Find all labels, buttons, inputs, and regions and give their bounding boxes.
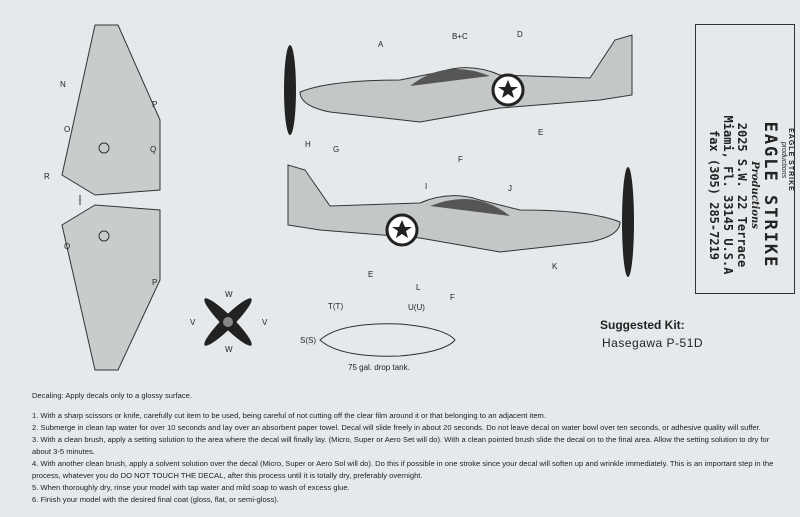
instruction-step: 2. Submerge in clean tap water for over … <box>32 423 761 432</box>
address-line-1: 2025 S.W. 22 Terrace <box>735 122 749 268</box>
brand-name: EAGLE STRIKE <box>760 121 780 269</box>
label-v: V <box>190 318 196 327</box>
label-v: V <box>262 318 268 327</box>
aircraft-side-left <box>284 34 633 135</box>
label-d: D <box>517 30 523 39</box>
label-s: S(S) <box>300 336 316 345</box>
brand-subtitle: Productions <box>749 161 760 229</box>
label-o: O <box>64 125 71 134</box>
label-t: T(T) <box>328 302 344 311</box>
label-u: U(U) <box>408 303 425 312</box>
label-e: E <box>368 270 374 279</box>
drop-tank-diagram <box>319 323 456 357</box>
label-f: F <box>458 155 463 164</box>
label-l: L <box>416 283 421 292</box>
instruction-step: 1. With a sharp scissors or knife, caref… <box>32 411 546 420</box>
instructions-heading: Decaling: Apply decals only to a glossy … <box>32 391 192 400</box>
label-i: I <box>425 182 428 191</box>
label-o: O <box>64 242 71 251</box>
suggested-kit-name: Hasegawa P-51D <box>602 336 704 350</box>
manufacturer-block: EAGLE STRIKE productions EAGLE STRIKE Pr… <box>695 24 795 294</box>
suggested-kit-heading: Suggested Kit: <box>600 318 685 332</box>
drop-tank-caption: 75 gal. drop tank. <box>348 363 410 372</box>
fax-number: fax (305) 285-7219 <box>707 129 721 261</box>
instruction-step: 6. Finish your model with the desired fi… <box>32 495 279 504</box>
instruction-step: 3. With a clean brush, apply a setting s… <box>32 435 770 456</box>
label-a: A <box>378 40 384 49</box>
label-n: N <box>60 80 66 89</box>
address-line-2: Miami, Fl. 33145 U.S.A <box>721 115 735 275</box>
label-r: R <box>44 172 50 181</box>
label-j: J <box>508 184 512 193</box>
label-k: K <box>552 262 558 271</box>
label-f: F <box>450 293 455 302</box>
label-w: W <box>225 290 233 299</box>
label-bc: B+C <box>452 32 468 41</box>
propeller-diagram <box>204 298 252 346</box>
label-w: W <box>225 345 233 354</box>
label-g: G <box>333 145 340 154</box>
instruction-step: 5. When thoroughly dry, rinse your model… <box>32 483 350 492</box>
label-q: Q <box>150 145 157 154</box>
wing-upper-view <box>61 24 161 371</box>
label-e: E <box>538 128 544 137</box>
label-p: P <box>152 278 158 287</box>
label-h: H <box>305 140 311 149</box>
label-p: P <box>152 100 158 109</box>
logo-text-top: EAGLE STRIKE <box>787 128 794 192</box>
decaling-instructions: Decaling: Apply decals only to a glossy … <box>32 390 777 506</box>
instruction-step: 4. With another clean brush, apply a sol… <box>32 459 774 480</box>
aircraft-side-right <box>287 164 634 277</box>
